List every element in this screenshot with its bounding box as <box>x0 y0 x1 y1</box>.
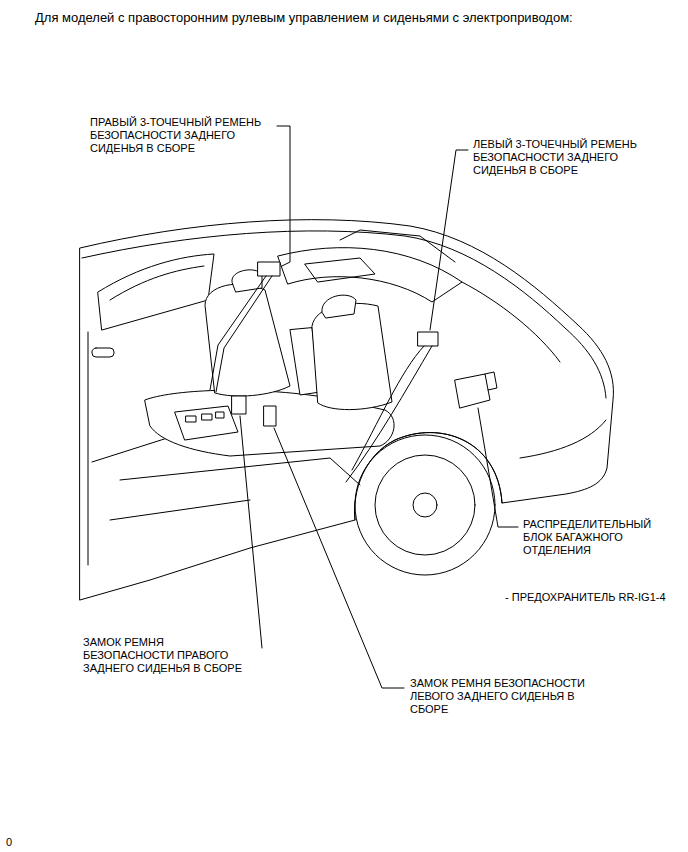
sunroof <box>305 258 375 282</box>
floor-line <box>110 500 250 520</box>
door-edge <box>88 332 89 565</box>
seat-back-right <box>205 284 290 396</box>
floor-line <box>120 458 360 485</box>
parcel-shelf <box>278 248 462 302</box>
buckle-left <box>264 406 276 426</box>
belt-right <box>210 276 266 390</box>
door-window <box>98 254 214 330</box>
wheel-rim <box>375 455 475 555</box>
rear-wheel <box>355 435 495 575</box>
part-label: РАСПРЕДЕЛИТЕЛЬНЫЙ БЛОК БАГАЖНОГО ОТДЕЛЕН… <box>523 518 671 557</box>
figure-number: 0 <box>6 836 26 849</box>
seat-back-left <box>312 303 392 409</box>
leader-line <box>430 150 468 330</box>
part-label: ЗАМОК РЕМНЯ БЕЗОПАСНОСТИ ПРАВОГО ЗАДНЕГО… <box>83 636 257 675</box>
leader-line <box>240 416 262 648</box>
leader-line <box>478 408 518 527</box>
part-label: - ПРЕДОХРАНИТЕЛЬ RR-IG1-4 <box>505 591 683 604</box>
rear-window <box>340 230 455 262</box>
leader-line <box>277 126 290 266</box>
c-pillar <box>462 282 560 362</box>
trunk-line <box>565 328 606 398</box>
console-switch <box>186 416 196 422</box>
retractor-right <box>258 262 280 276</box>
junction-block <box>455 374 490 408</box>
belt-left <box>352 346 424 470</box>
console <box>175 406 238 440</box>
retractor-left <box>418 332 438 346</box>
bumper-line <box>520 420 606 458</box>
console-switch <box>202 414 212 420</box>
junction-block-tab <box>485 372 497 390</box>
part-label: ПРАВЫЙ 3-ТОЧЕЧНЫЙ РЕМЕНЬ БЕЗОПАСНОСТИ ЗА… <box>90 116 272 155</box>
belt-left <box>346 346 432 482</box>
leader-line <box>274 428 404 688</box>
part-label: ЛЕВЫЙ 3-ТОЧЕЧНЫЙ РЕМЕНЬ БЕЗОПАСНОСТИ ЗАД… <box>473 138 651 177</box>
door-window-inner <box>110 266 204 300</box>
diagram-title: Для моделей с правосторонним рулевым упр… <box>35 10 573 26</box>
console-switch <box>216 412 224 418</box>
belt-right <box>216 276 272 392</box>
headrest-left <box>322 295 356 318</box>
wheel-hub <box>413 493 437 517</box>
part-label: ЗАМОК РЕМНЯ БЕЗОПАСНОСТИ ЛЕВОГО ЗАДНЕГО … <box>410 677 600 716</box>
buckle-right <box>232 396 246 414</box>
door-handle <box>92 348 114 357</box>
